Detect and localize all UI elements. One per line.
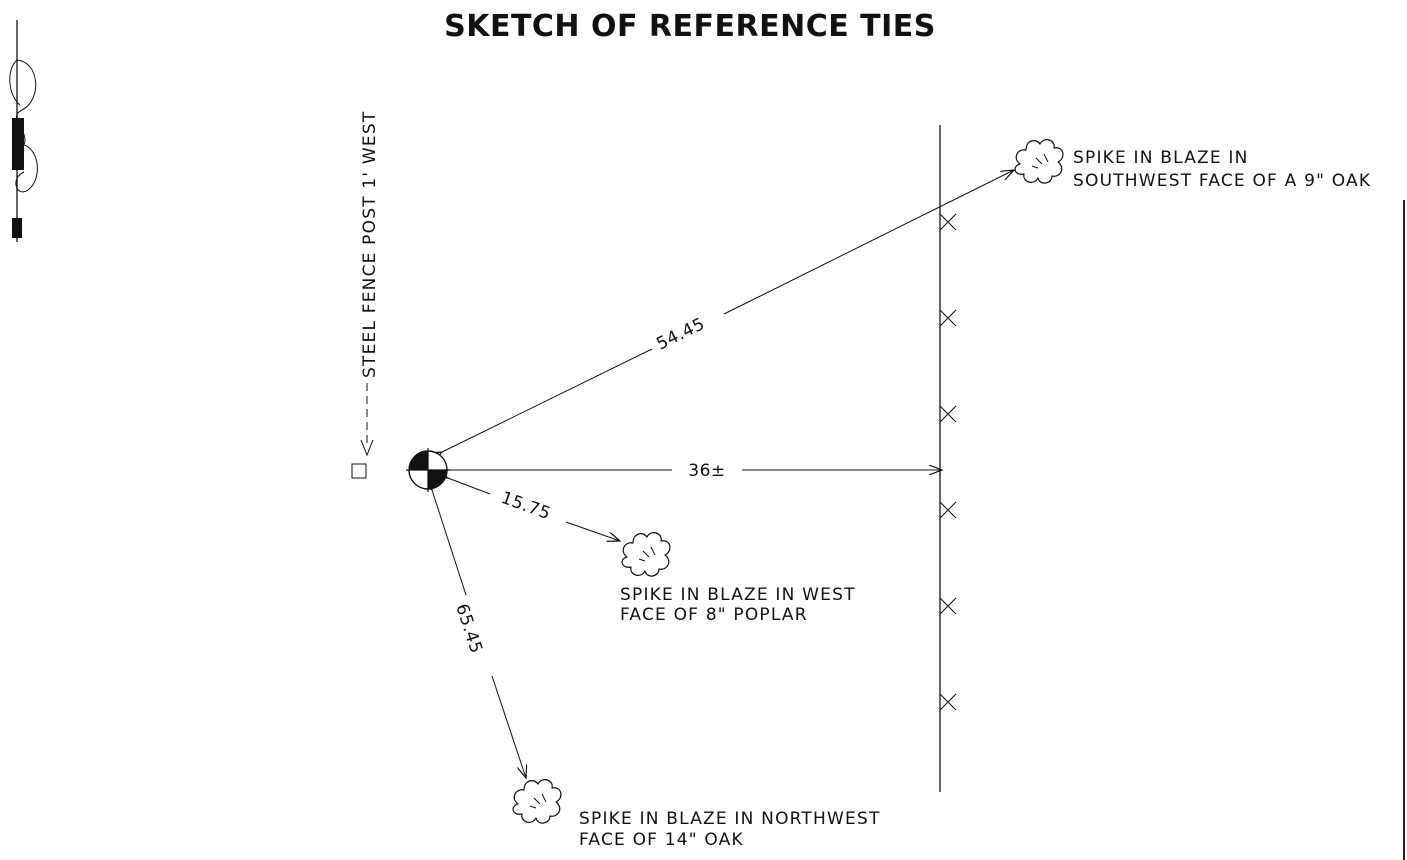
- tie-label-line: SPIKE IN BLAZE IN: [1073, 148, 1249, 168]
- survey-control-point-icon: [406, 448, 450, 492]
- tie-line-oak-14-a: [432, 490, 467, 596]
- tie-distance-oak-9: 54.45: [653, 314, 708, 354]
- square-post-icon: [351, 463, 367, 479]
- tie-line-poplar-8-a: [448, 478, 491, 495]
- tree-icon: [512, 779, 562, 824]
- tie-label-line: FACE OF 14" OAK: [579, 830, 744, 850]
- sketch-title: SKETCH OF REFERENCE TIES: [444, 9, 936, 44]
- fence-x-mark: [939, 597, 957, 615]
- tie-line-oak-14-b: [491, 675, 526, 778]
- tree-icon: [1014, 139, 1064, 184]
- tie-distance-poplar-8: 15.75: [498, 488, 553, 524]
- tie-label-poplar-8: SPIKE IN BLAZE IN WEST FACE OF 8" POPLAR: [620, 585, 856, 625]
- fence-x-mark: [939, 501, 957, 519]
- tie-label-line: SPIKE IN BLAZE IN WEST: [620, 585, 856, 605]
- tie-label-line: SOUTHWEST FACE OF A 9" OAK: [1073, 171, 1371, 191]
- fence-x-mark: [939, 693, 957, 711]
- tie-label-line: FACE OF 8" POPLAR: [620, 605, 808, 625]
- tie-line-poplar-8-b: [565, 521, 620, 541]
- fence-distance-label: 36±: [688, 461, 725, 481]
- fence-x-mark: [939, 309, 957, 327]
- tree-icon: [621, 532, 671, 577]
- tie-label-line: SPIKE IN BLAZE IN NORTHWEST: [579, 809, 881, 829]
- tie-line-oak-9-b: [723, 170, 1014, 315]
- tie-line-oak-9-a: [442, 348, 653, 452]
- north-arrow-icon: [9, 20, 38, 242]
- fence-x-marks: [939, 213, 957, 711]
- fence-post-label: STEEL FENCE POST 1' WEST: [360, 111, 380, 378]
- tie-label-oak-14: SPIKE IN BLAZE IN NORTHWEST FACE OF 14" …: [579, 809, 881, 850]
- fence-post-leader-arrowhead: [360, 439, 374, 457]
- tie-label-oak-9: SPIKE IN BLAZE IN SOUTHWEST FACE OF A 9"…: [1073, 148, 1371, 191]
- fence-x-mark: [939, 213, 957, 231]
- tie-distance-oak-14: 65.45: [451, 601, 486, 656]
- fence-x-mark: [939, 405, 957, 423]
